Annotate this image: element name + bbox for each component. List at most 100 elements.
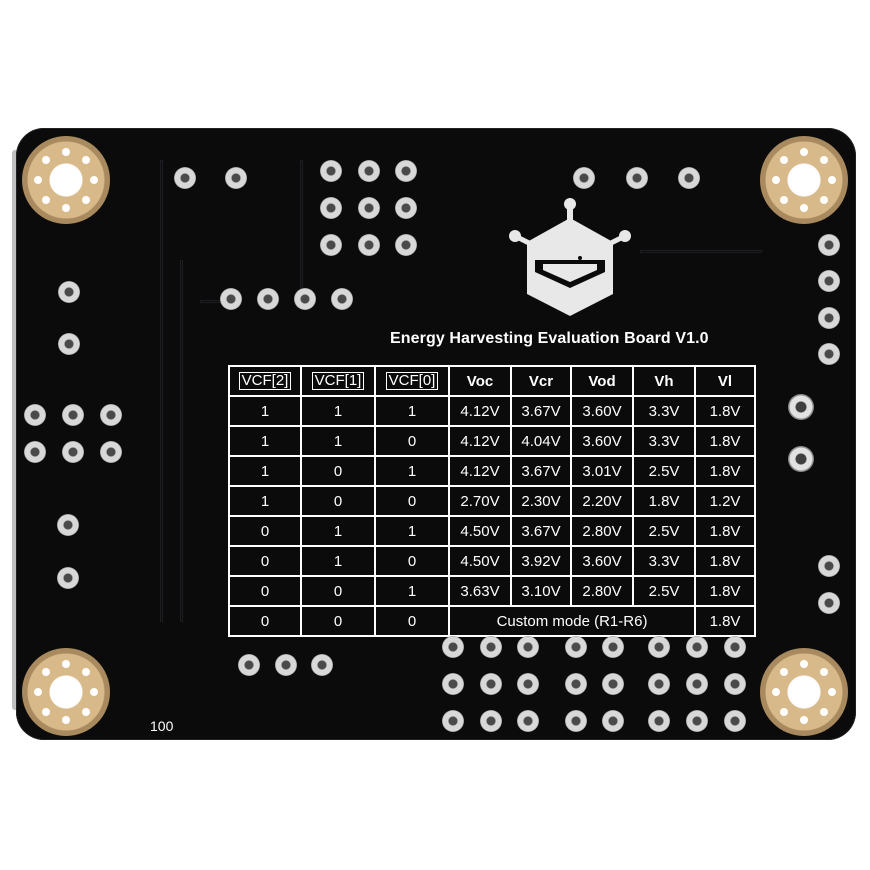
- mount-via: [62, 660, 70, 668]
- header-pin: [724, 710, 746, 732]
- header-voc: Voc: [448, 365, 512, 397]
- mount-via: [800, 204, 808, 212]
- table-cell: 0: [374, 485, 450, 517]
- header-pin: [648, 673, 670, 695]
- via-pad: [818, 343, 840, 365]
- header-vh: Vh: [632, 365, 696, 397]
- table-cell: 1.8V: [694, 425, 756, 457]
- table-cell: 2.70V: [448, 485, 512, 517]
- via-pad: [311, 654, 333, 676]
- table-cell: 1: [374, 395, 450, 427]
- header-pin: [686, 636, 708, 658]
- table-row: 1 1 1 4.12V 3.67V 3.60V 3.3V 1.8V: [228, 395, 756, 427]
- mounting-hole-top-left: [22, 136, 110, 224]
- header-pin: [565, 636, 587, 658]
- mount-via: [90, 176, 98, 184]
- table-cell: 1.8V: [694, 455, 756, 487]
- header-pin: [517, 673, 539, 695]
- header-vod: Vod: [570, 365, 634, 397]
- header-pin: [565, 673, 587, 695]
- mount-via: [62, 716, 70, 724]
- table-cell: 1.8V: [694, 545, 756, 577]
- header-pin: [517, 636, 539, 658]
- mount-via: [81, 707, 90, 716]
- table-cell: 1: [228, 455, 302, 487]
- header-vcf0: VCF[0]: [374, 365, 450, 397]
- via-pad: [788, 446, 814, 472]
- table-cell: 3.92V: [510, 545, 572, 577]
- mount-via: [819, 156, 828, 165]
- table-cell: 2.30V: [510, 485, 572, 517]
- mount-via: [800, 716, 808, 724]
- table-cell: 3.67V: [510, 395, 572, 427]
- mount-via: [81, 156, 90, 165]
- table-cell: 0: [300, 575, 376, 607]
- via-pad: [320, 234, 342, 256]
- via-pad: [818, 307, 840, 329]
- table-cell: 1.8V: [694, 395, 756, 427]
- table-cell: 0: [300, 485, 376, 517]
- mount-via: [42, 156, 51, 165]
- header-vcf1: VCF[1]: [300, 365, 376, 397]
- header-vl: Vl: [694, 365, 756, 397]
- via-pad: [174, 167, 196, 189]
- header-pin: [602, 673, 624, 695]
- via-pad: [57, 514, 79, 536]
- via-pad: [320, 197, 342, 219]
- table-row: 0 1 0 4.50V 3.92V 3.60V 3.3V 1.8V: [228, 545, 756, 577]
- table-row: 1 0 0 2.70V 2.30V 2.20V 1.8V 1.2V: [228, 485, 756, 517]
- table-cell: 0: [300, 605, 376, 637]
- mount-via: [34, 688, 42, 696]
- via-pad: [358, 234, 380, 256]
- mount-via: [42, 707, 51, 716]
- table-cell: 1.8V: [694, 515, 756, 547]
- table-cell: 4.04V: [510, 425, 572, 457]
- via-pad: [62, 441, 84, 463]
- table-cell: 1: [228, 395, 302, 427]
- via-pad: [395, 197, 417, 219]
- table-cell: 1.8V: [632, 485, 696, 517]
- mount-via: [780, 707, 789, 716]
- table-cell: 3.60V: [570, 425, 634, 457]
- table-cell: 4.50V: [448, 515, 512, 547]
- mount-via: [34, 176, 42, 184]
- header-pin: [648, 710, 670, 732]
- mount-via: [819, 668, 828, 677]
- table-cell: 0: [228, 575, 302, 607]
- table-cell: 3.01V: [570, 455, 634, 487]
- table-cell: 0: [300, 455, 376, 487]
- table-cell: 2.20V: [570, 485, 634, 517]
- table-cell: 1: [374, 455, 450, 487]
- table-cell: 2.80V: [570, 515, 634, 547]
- via-pad: [238, 654, 260, 676]
- mount-via: [780, 195, 789, 204]
- header-pin: [480, 673, 502, 695]
- via-pad: [100, 441, 122, 463]
- via-pad: [220, 288, 242, 310]
- table-cell: 3.63V: [448, 575, 512, 607]
- via-pad: [225, 167, 247, 189]
- trace: [160, 160, 163, 622]
- header-vcf2: VCF[2]: [228, 365, 302, 397]
- table-cell: 0: [374, 545, 450, 577]
- via-pad: [57, 567, 79, 589]
- robot-head-logo: [509, 198, 631, 316]
- via-pad: [257, 288, 279, 310]
- mount-via: [81, 668, 90, 677]
- table-row-custom: 0 0 0 Custom mode (R1-R6) 1.8V: [228, 605, 756, 637]
- table-row: 0 0 1 3.63V 3.10V 2.80V 2.5V 1.8V: [228, 575, 756, 607]
- via-pad: [788, 394, 814, 420]
- via-pad: [395, 160, 417, 182]
- trace: [300, 160, 303, 292]
- via-pad: [818, 555, 840, 577]
- mount-via: [819, 707, 828, 716]
- header-pin: [480, 636, 502, 658]
- mount-via: [828, 176, 836, 184]
- mount-via: [772, 688, 780, 696]
- table-cell: 3.67V: [510, 515, 572, 547]
- table-cell: 3.67V: [510, 455, 572, 487]
- header-pin: [442, 673, 464, 695]
- table-cell: 1: [374, 575, 450, 607]
- table-cell: 4.12V: [448, 425, 512, 457]
- header-pin: [565, 710, 587, 732]
